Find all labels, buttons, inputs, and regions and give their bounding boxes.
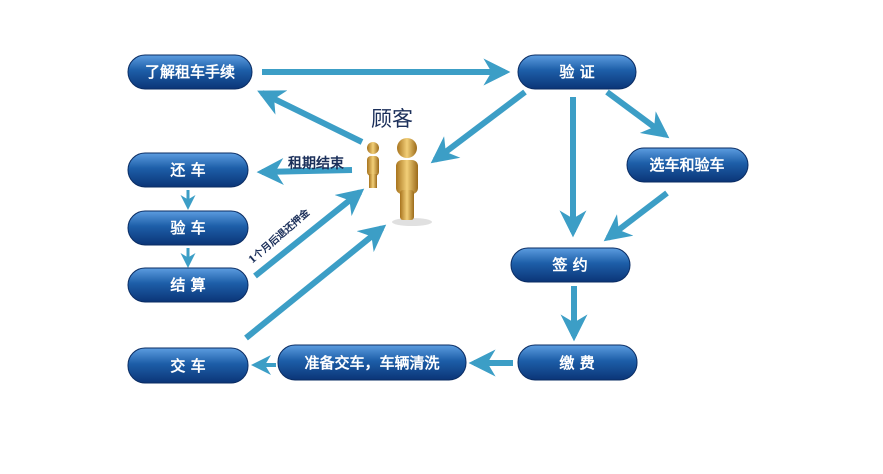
arrow-verify-to-customer [430, 89, 527, 164]
arrow-select-to-sign [603, 190, 669, 242]
node-label: 缴 费 [559, 354, 594, 372]
node-label: 准备交车，车辆清洗 [304, 354, 439, 372]
node-deliver-car: 交 车 [127, 347, 249, 384]
node-label: 了解租车手续 [145, 63, 235, 81]
arrow-verify-to-select [605, 89, 670, 139]
lease-end-label: 租期结束 [288, 155, 345, 172]
node-label: 还 车 [169, 161, 205, 179]
node-pay: 缴 费 [517, 344, 638, 381]
node-select-inspect-car: 选车和验车 [626, 147, 749, 183]
node-label: 交 车 [170, 357, 205, 375]
node-label: 选车和验车 [649, 156, 724, 174]
arrow-customer-to-understand [257, 90, 364, 145]
arrow-customer-to-return [256, 158, 353, 186]
node-sign-contract: 签 约 [510, 247, 631, 283]
node-return-car: 还 车 [127, 152, 249, 188]
node-verify: 验 证 [517, 54, 637, 90]
node-label: 结 算 [170, 276, 205, 294]
node-label: 验 车 [170, 219, 205, 237]
customer-label: 顾客 [371, 107, 413, 131]
arrow-deliver-to-customer [244, 224, 387, 341]
node-understand-procedures: 了解租车手续 [127, 54, 253, 90]
node-label: 验 证 [559, 63, 594, 81]
node-inspect-car: 验 车 [127, 210, 249, 246]
node-prepare-delivery: 准备交车，车辆清洗 [277, 344, 467, 381]
node-settle: 结 算 [127, 267, 249, 303]
arrow-settle-to-customer [253, 188, 365, 279]
node-label: 签 约 [551, 256, 587, 274]
customer-figure-icon [367, 138, 432, 226]
